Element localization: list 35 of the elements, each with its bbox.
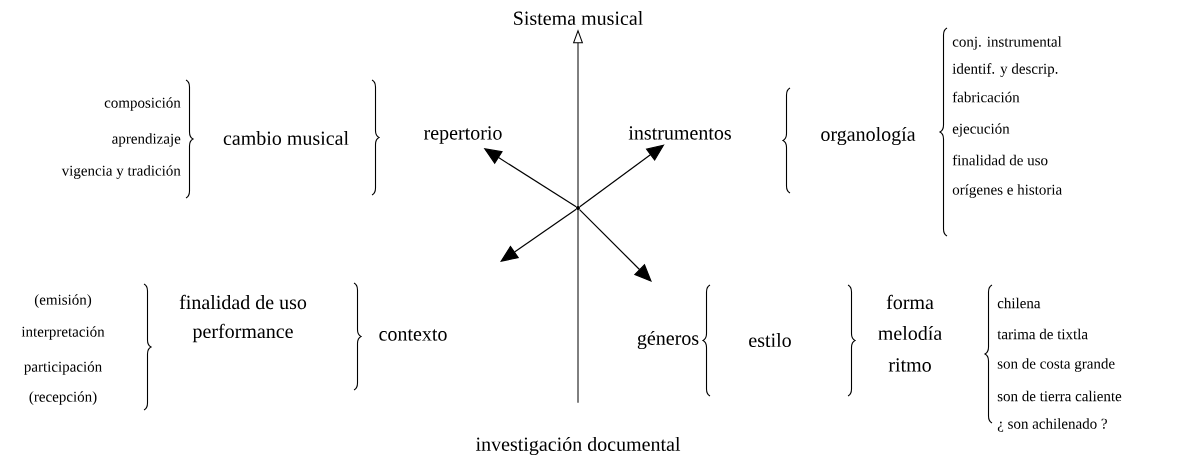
term-label: ejecución bbox=[952, 123, 1010, 137]
term-label: son de costa grande bbox=[997, 358, 1115, 372]
category-label: repertorio bbox=[424, 126, 502, 144]
category-label: contexto bbox=[379, 329, 447, 341]
term-label: vigencia y tradición bbox=[61, 165, 181, 179]
term-label: melodía bbox=[878, 325, 942, 341]
term-label: composición bbox=[104, 97, 181, 111]
term-label: finalidad de uso bbox=[179, 294, 307, 310]
term-label: son de tierra caliente bbox=[997, 390, 1122, 402]
term-label: ritmo bbox=[888, 358, 931, 372]
term-label: interpretación bbox=[21, 326, 105, 340]
arrow bbox=[500, 208, 577, 262]
term-label: orígenes e historia bbox=[952, 184, 1062, 198]
term-label: forma bbox=[886, 294, 934, 310]
term-label: aprendizaje bbox=[112, 133, 181, 147]
term-label: tarima de tixtla bbox=[997, 328, 1088, 340]
term-label: organología bbox=[821, 126, 916, 146]
term-label: finalidad de uso bbox=[952, 154, 1048, 166]
term-label: estilo bbox=[749, 332, 791, 348]
term-label: performance bbox=[192, 323, 293, 343]
axis-label: investigación documental bbox=[475, 436, 681, 456]
category-label: instrumentos bbox=[628, 126, 731, 140]
term-label: fabricación bbox=[952, 91, 1020, 103]
term-label: participación bbox=[24, 361, 102, 375]
term-label: chilena bbox=[997, 297, 1041, 309]
axis-arrow bbox=[573, 30, 583, 404]
term-label: (emisión) bbox=[34, 294, 92, 308]
axis-label: Sistema musical bbox=[514, 10, 643, 26]
term-label: cambio musical bbox=[223, 130, 349, 146]
category-label: géneros bbox=[637, 330, 699, 350]
term-label: (recepción) bbox=[29, 391, 97, 405]
arrow bbox=[578, 208, 652, 282]
term-label: ¿ son achilenado ? bbox=[997, 418, 1107, 432]
term-label: identif. y descrip. bbox=[952, 63, 1058, 77]
term-label: conj. instrumental bbox=[952, 36, 1062, 50]
